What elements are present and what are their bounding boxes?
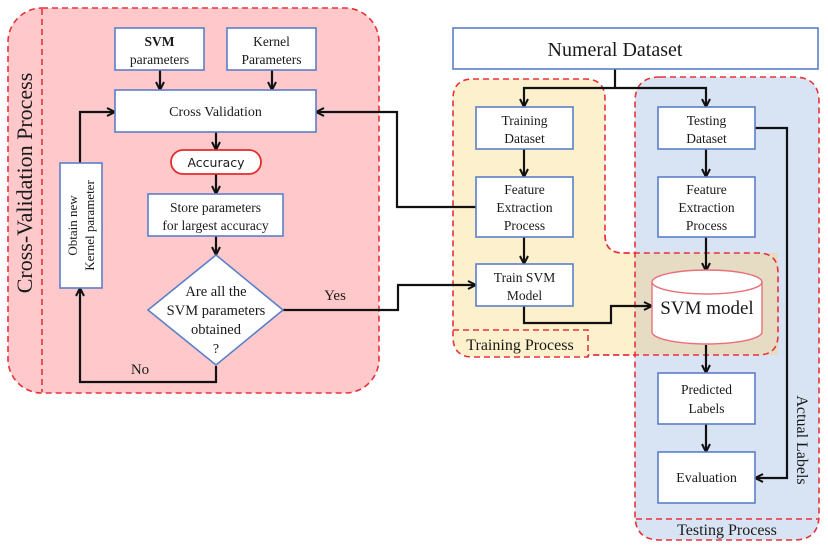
yes-label: Yes — [324, 288, 346, 304]
node-accuracy[interactable]: Accuracy — [170, 149, 262, 175]
train-feature-line-3: Process — [504, 218, 545, 233]
decision-line-2: SVM parameters — [167, 303, 266, 319]
training-panel-border-left — [452, 78, 589, 358]
no-label: No — [131, 362, 149, 378]
predicted-labels-line-2: Labels — [689, 401, 725, 416]
svm-model-label: SVM model — [660, 298, 753, 319]
node-cross-validation[interactable]: Cross Validation — [114, 89, 317, 133]
evaluation-label: Evaluation — [676, 471, 737, 486]
node-obtain-new-kernel[interactable]: Obtain new Kernel parameter — [59, 162, 103, 289]
testing-dataset-line-2: Dataset — [686, 131, 727, 146]
node-train-svm-model[interactable]: Train SVM Model — [475, 263, 574, 307]
node-decision[interactable]: Are all the SVM parameters obtained ? — [146, 253, 285, 367]
node-predicted-labels[interactable]: Predicted Labels — [657, 372, 756, 425]
decision-line-3: obtained — [191, 322, 242, 338]
edge-actual-labels — [755, 126, 789, 478]
training-panel-border-overlay — [588, 234, 779, 356]
node-train-feature-extraction[interactable]: Feature Extraction Process — [475, 176, 574, 238]
database-icon — [651, 282, 763, 345]
edge-train-feature-to-cv — [317, 112, 476, 209]
cross-validation-label: Cross Validation — [169, 105, 262, 120]
node-testing-dataset[interactable]: Testing Dataset — [657, 106, 756, 150]
node-svm-parameters[interactable]: SVM parameters — [114, 27, 205, 71]
edge-decision-no — [80, 289, 218, 384]
svm-parameters-line-2: parameters — [130, 52, 189, 67]
training-panel-label: Training Process — [466, 337, 573, 354]
kernel-parameters-line-1: Kernel — [253, 34, 290, 49]
test-feature-line-1: Feature — [686, 182, 726, 197]
node-evaluation[interactable]: Evaluation — [657, 451, 756, 504]
kernel-parameters-line-2: Parameters — [242, 52, 302, 67]
testing-panel-label: Testing Process — [677, 522, 777, 539]
accuracy-label: Accuracy — [187, 155, 245, 170]
testing-panel-border — [634, 76, 820, 541]
edge-decision-yes — [283, 285, 475, 312]
training-dataset-line-2: Dataset — [504, 131, 545, 146]
node-svm-model[interactable]: SVM model — [651, 269, 763, 345]
training-panel-label-frame — [453, 329, 589, 357]
decision-line-4: ? — [213, 342, 219, 357]
node-training-dataset[interactable]: Training Dataset — [475, 106, 574, 150]
node-numeral-dataset[interactable]: Numeral Dataset — [452, 27, 819, 70]
predicted-labels-line-1: Predicted — [681, 382, 732, 397]
train-feature-line-2: Extraction — [496, 200, 552, 215]
cross-validation-panel-border — [7, 7, 380, 394]
test-feature-line-3: Process — [686, 218, 727, 233]
train-svm-line-2: Model — [507, 288, 542, 303]
overlap-region-corner — [758, 253, 778, 355]
edge-obtain-to-cv — [78, 112, 114, 163]
store-parameters-line-1: Store parameters — [170, 200, 261, 215]
edge-split-to-testing — [615, 86, 706, 106]
numeral-dataset-label: Numeral Dataset — [548, 39, 683, 61]
connectors — [78, 69, 789, 478]
testing-dataset-line-1: Testing — [687, 113, 727, 128]
train-svm-line-1: Train SVM — [494, 270, 555, 285]
obtain-line-2: Kernel parameter — [82, 180, 97, 271]
decision-line-1: Are all the — [185, 284, 246, 300]
actual-labels-label: Actual Labels — [793, 395, 810, 484]
svm-parameters-line-1: SVM — [145, 34, 175, 49]
node-store-parameters[interactable]: Store parameters for largest accuracy — [147, 193, 284, 237]
train-feature-line-1: Feature — [504, 182, 544, 197]
edge-train-svm-to-model — [522, 306, 651, 325]
node-kernel-parameters[interactable]: Kernel Parameters — [226, 27, 317, 71]
edge-split-to-training — [524, 86, 615, 106]
cross-validation-panel-label: Cross-Validation Process — [12, 73, 37, 294]
training-dataset-line-1: Training — [501, 113, 547, 128]
test-feature-line-2: Extraction — [678, 200, 734, 215]
node-test-feature-extraction[interactable]: Feature Extraction Process — [657, 176, 756, 238]
store-parameters-line-2: for largest accuracy — [162, 218, 268, 233]
obtain-line-1: Obtain new — [65, 195, 80, 256]
